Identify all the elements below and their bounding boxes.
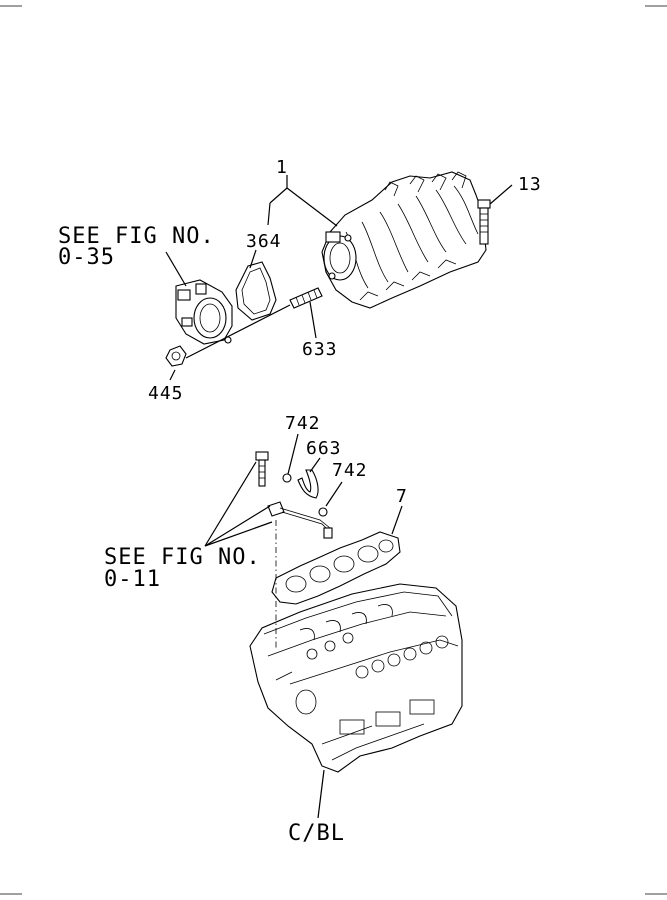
callout-663: 663 <box>306 438 342 459</box>
leaders-lower <box>204 433 403 819</box>
pipe-end <box>323 527 333 539</box>
crop-marks <box>0 5 667 895</box>
ref-fig-0-11-line2: 0-11 <box>104 567 161 592</box>
intake-manifold <box>321 171 487 309</box>
throttle-body <box>175 279 233 345</box>
bolt-bracket <box>255 451 331 533</box>
callout-742-a: 742 <box>285 413 321 434</box>
ref-fig-0-35-line1: SEE FIG NO. <box>58 224 215 249</box>
hose-663 <box>297 469 319 499</box>
callout-1: 1 <box>276 157 288 178</box>
callout-364: 364 <box>246 231 282 252</box>
gasket-364 <box>235 261 277 321</box>
nut-445 <box>165 345 187 367</box>
callout-13: 13 <box>518 174 542 195</box>
clamp-742-b <box>318 507 328 517</box>
callout-cbl: C/BL <box>288 821 345 846</box>
leaders-upper <box>165 175 513 381</box>
engine-block <box>249 583 463 773</box>
ref-fig-0-35-line2: 0-35 <box>58 245 115 270</box>
stud-633 <box>289 287 323 309</box>
callout-445: 445 <box>148 383 184 404</box>
callout-742-b: 742 <box>332 460 368 481</box>
clamp-742-a <box>282 473 292 483</box>
callout-633: 633 <box>302 339 338 360</box>
callout-7: 7 <box>396 486 408 507</box>
ref-fig-0-11-line1: SEE FIG NO. <box>104 545 261 570</box>
bolt-13 <box>477 199 491 245</box>
gasket-7 <box>271 531 401 605</box>
